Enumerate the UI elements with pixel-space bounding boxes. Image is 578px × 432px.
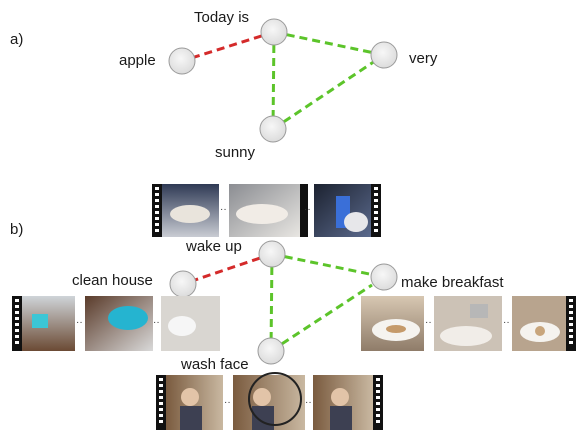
edge-wash-breakfast (270, 283, 373, 353)
filmstrip-make-breakfast: ·· ·· (361, 296, 576, 351)
svg-text:··: ·· (224, 397, 231, 408)
edge-wake-wash (269, 253, 274, 352)
node-sunny-label: sunny (215, 144, 256, 161)
film-edge-left (152, 184, 162, 237)
edge-wake-breakfast (271, 252, 385, 279)
panel-a-label: a) (10, 31, 23, 48)
node-today-label: Today is (194, 9, 249, 26)
panel-a-edges (181, 30, 385, 131)
node-clean-house (169, 270, 197, 298)
edge-today-very (273, 30, 385, 57)
node-sunny (259, 115, 287, 143)
node-wash-face (257, 337, 285, 365)
node-wake-up-label: wake up (185, 238, 242, 255)
node-very (370, 41, 398, 69)
svg-text:··: ·· (153, 317, 160, 328)
edge-sunny-very (272, 53, 385, 131)
edge-today-apple (181, 30, 275, 63)
node-wash-face-label: wash face (180, 356, 249, 373)
svg-text:··: ·· (304, 204, 311, 215)
svg-text:··: ·· (76, 317, 83, 328)
node-make-breakfast (370, 263, 398, 291)
node-apple (168, 47, 196, 75)
filmstrip-wash-face: ·· ·· (156, 372, 383, 430)
svg-text:··: ·· (503, 317, 510, 328)
node-today (260, 18, 288, 46)
filmstrip-wake-up: ·· ·· (152, 184, 381, 237)
node-apple-label: apple (119, 52, 156, 69)
panel-b-edges (182, 252, 385, 353)
clean-frame-1 (22, 296, 75, 351)
node-make-breakfast-label: make breakfast (401, 274, 504, 291)
node-very-label: very (409, 50, 438, 67)
panel-b-label: b) (10, 221, 23, 238)
edge-today-sunny (271, 31, 276, 130)
node-wake-up (258, 240, 286, 268)
node-clean-house-label: clean house (72, 272, 153, 289)
svg-text:··: ·· (425, 317, 432, 328)
filmstrip-clean-house: ·· ·· (12, 296, 220, 351)
film-edge-right (371, 184, 381, 237)
svg-text:··: ·· (305, 397, 312, 408)
edge-wake-clean (182, 252, 273, 286)
svg-text:··: ·· (220, 204, 227, 215)
